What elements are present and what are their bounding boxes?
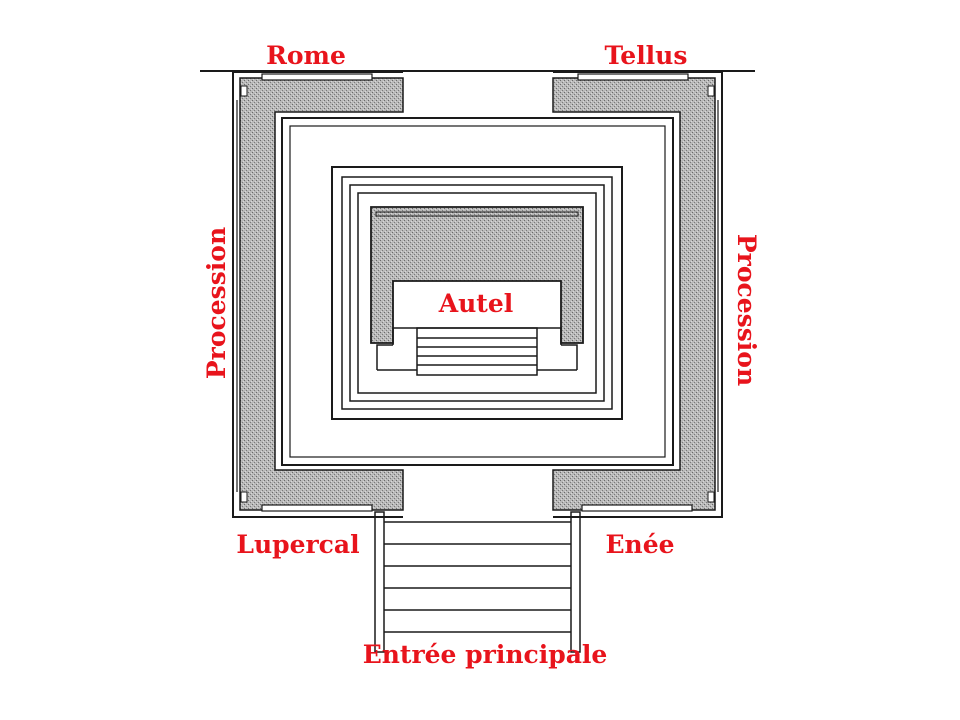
altar-top-line — [375, 211, 579, 217]
label-lupercal: Lupercal — [236, 530, 359, 559]
corner-details — [240, 85, 715, 503]
label-enee: Enée — [605, 530, 674, 559]
platform-inner-line — [289, 125, 666, 458]
enclosure-wall-fill — [239, 77, 716, 511]
altar-step-2 — [341, 176, 613, 410]
label-autel: Autel — [438, 289, 514, 318]
label-procession-left: Procession — [202, 227, 231, 379]
label-procession-right: Procession — [732, 234, 761, 386]
label-tellus: Tellus — [605, 41, 688, 70]
label-rome: Rome — [266, 41, 346, 70]
wall-band-lines — [236, 73, 719, 512]
platform-outer — [281, 117, 674, 466]
enclosure-wall — [232, 71, 723, 518]
altar-stairs — [376, 327, 578, 376]
altar-step-1 — [331, 166, 623, 420]
altar-block — [370, 206, 584, 344]
label-entree-principale: Entrée principale — [363, 640, 608, 669]
altar-step-4 — [357, 192, 597, 394]
altar-step-3 — [349, 184, 605, 402]
entrance-stairs — [374, 511, 581, 653]
